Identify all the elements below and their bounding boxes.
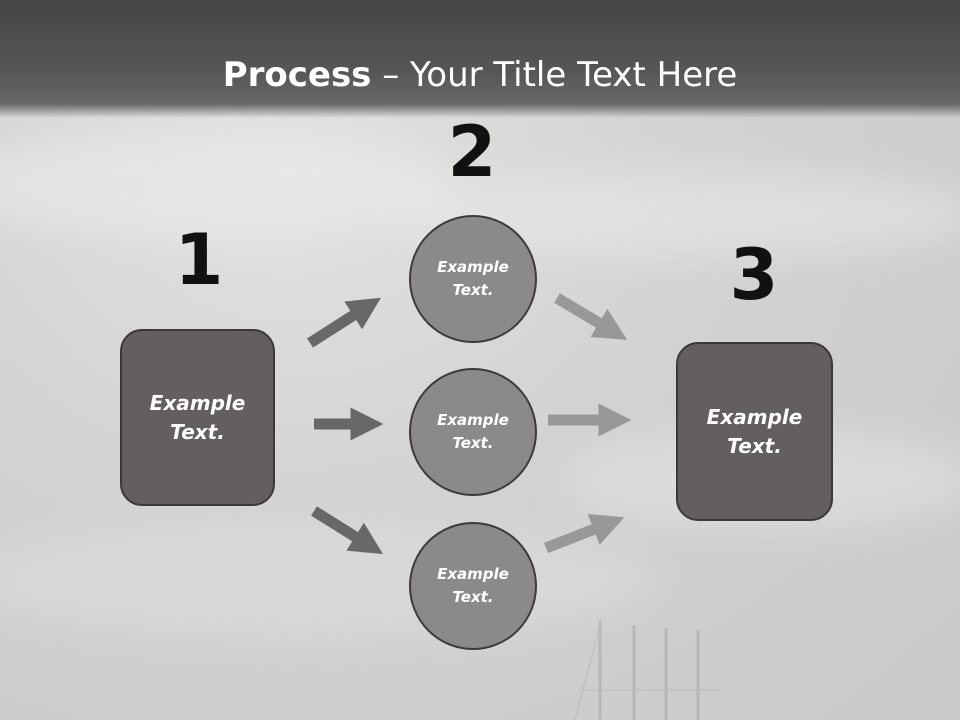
title-bold: Process	[222, 55, 372, 95]
step-2-circle-top: Example Text.	[409, 215, 537, 343]
cloud-decoration	[0, 520, 660, 640]
slide-title: Process – Your Title Text Here	[0, 52, 960, 98]
step-number-3: 3	[729, 234, 779, 316]
step-2-circle-text: Example Text.	[437, 258, 509, 299]
arrow-2c-to-3	[543, 514, 625, 554]
arrow-1-to-2a	[307, 297, 381, 348]
step-1-text: Example Text.	[149, 390, 246, 444]
step-number-1: 1	[174, 219, 224, 301]
step-2-circle-text: Example Text.	[437, 411, 509, 452]
step-2-circle-middle: Example Text.	[409, 368, 537, 496]
step-2-circle-bottom: Example Text.	[409, 522, 537, 650]
arrow-2a-to-3	[554, 293, 628, 340]
arrow-1-to-2c	[311, 506, 384, 555]
title-bar	[0, 0, 960, 118]
step-3-box: Example Text.	[676, 342, 833, 521]
step-2-circle-text: Example Text.	[437, 565, 509, 606]
step-1-box: Example Text.	[120, 329, 275, 506]
step-3-text: Example Text.	[706, 404, 803, 458]
step-number-2: 2	[447, 111, 497, 193]
title-rest: – Your Title Text Here	[371, 55, 738, 95]
